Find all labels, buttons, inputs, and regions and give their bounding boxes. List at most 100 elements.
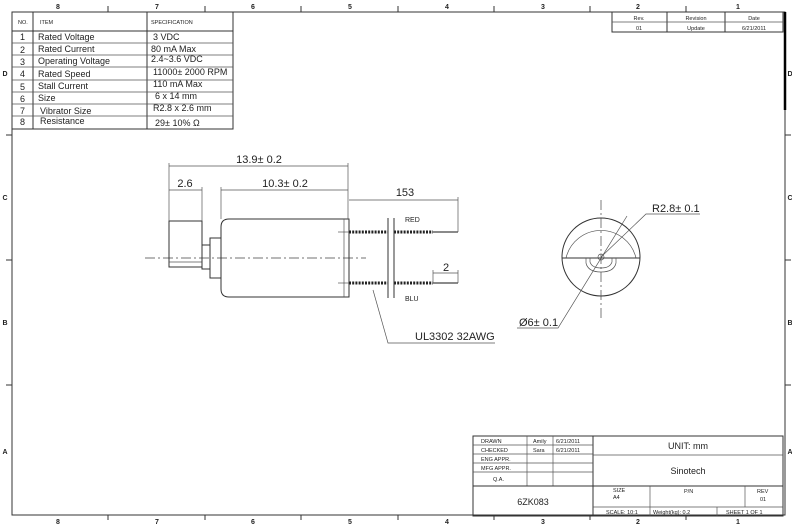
motor-body xyxy=(220,218,350,298)
revision-description: Update xyxy=(687,26,705,32)
zone-col-2-bottom: 2 xyxy=(636,519,640,526)
zone-row-c-right: C xyxy=(787,195,792,202)
scale-label: SCALE: 10:1 xyxy=(606,510,638,516)
diameter-dimension: Ø6± 0.1 xyxy=(519,317,558,329)
spec-table: NO. ITEM SPECIFICATION 1 Rated Voltage 3… xyxy=(11,11,234,130)
zone-col-1: 1 xyxy=(736,4,740,11)
diameter-leader xyxy=(517,215,628,329)
zone-col-5-bottom: 5 xyxy=(348,519,352,526)
spec-header-item: ITEM xyxy=(40,20,54,26)
checked-name: Sara xyxy=(533,448,546,454)
pn-label: P/N xyxy=(684,489,693,495)
zone-col-8-bottom: 8 xyxy=(56,519,60,526)
drawing-frame xyxy=(11,11,786,516)
company-name: Sinotech xyxy=(670,466,705,476)
spec-row-value: 6 x 14 mm xyxy=(155,91,197,101)
drawn-label: DRAWN xyxy=(481,439,502,445)
drawn-name: Amily xyxy=(533,439,547,445)
eccentric-weight xyxy=(168,220,203,268)
zone-col-3: 3 xyxy=(541,4,545,11)
spec-row-no: 2 xyxy=(20,45,25,55)
zone-row-d: D xyxy=(2,71,7,78)
zone-row-b-right: B xyxy=(787,320,792,327)
spec-row-item: Rated Voltage xyxy=(38,32,95,42)
spec-row-item: Rated Current xyxy=(38,44,95,54)
zone-row-b: B xyxy=(2,320,7,327)
wire-spec-label: UL3302 32AWG xyxy=(415,331,495,343)
mfg-approval-label: MFG APPR. xyxy=(481,466,511,472)
spec-row-no: 8 xyxy=(20,117,25,127)
zone-col-7-bottom: 7 xyxy=(155,519,159,526)
zone-col-5: 5 xyxy=(348,4,352,11)
radius-leader xyxy=(600,213,700,258)
spec-row-item: Resistance xyxy=(40,116,85,126)
spec-row-item: Vibrator Size xyxy=(40,106,91,116)
zone-row-a-right: A xyxy=(787,449,792,456)
spec-row-value: R2.8 x 2.6 mm xyxy=(153,103,212,113)
spec-row-no: 3 xyxy=(20,57,25,67)
zone-col-4: 4 xyxy=(445,4,449,11)
checked-label: CHECKED xyxy=(481,448,508,454)
spec-row-no: 1 xyxy=(20,32,25,42)
red-wire-label: RED xyxy=(405,217,420,224)
spec-header-spec: SPECIFICATION xyxy=(151,20,193,26)
title-block: DRAWN Amily 6/21/2011 CHECKED Sara 6/21/… xyxy=(472,435,784,517)
spec-header-no: NO. xyxy=(18,20,28,26)
spec-row-value: 80 mA Max xyxy=(151,44,197,54)
wire-length-dimension: 153 xyxy=(396,187,414,199)
zone-ticks xyxy=(6,6,791,520)
motor-side-view: RED BLU 13.9± 0.2 2.6 10.3± 0.2 153 2 UL… xyxy=(145,154,495,344)
spec-row-no: 6 xyxy=(20,94,25,104)
revision-header-date: Date xyxy=(748,16,760,22)
revision-date: 6/21/2011 xyxy=(742,26,766,32)
qa-label: Q.A. xyxy=(493,477,504,483)
spec-row-no: 4 xyxy=(20,69,25,79)
sheet-label: SHEET 1 OF 1 xyxy=(726,510,763,516)
rev-label: REV xyxy=(757,489,769,495)
spec-row-item: Size xyxy=(38,93,56,103)
spec-row-value: 2.4~3.6 VDC xyxy=(151,54,203,64)
flange-width-dimension: 2.6 xyxy=(177,178,192,190)
body-length-dimension: 10.3± 0.2 xyxy=(262,178,308,190)
spec-row-no: 7 xyxy=(20,106,25,116)
zone-col-4-bottom: 4 xyxy=(445,519,449,526)
spec-row-item: Rated Speed xyxy=(38,69,91,79)
size-label: SIZE xyxy=(613,488,626,494)
checked-date: 6/21/2011 xyxy=(556,448,580,454)
zone-row-d-right: D xyxy=(787,71,792,78)
revision-header-revision: Revision xyxy=(685,16,706,22)
spec-row-value: 3 VDC xyxy=(153,32,180,42)
spec-row-value: 29± 10% Ω xyxy=(155,118,200,128)
motor-end-view: R2.8± 0.1 Ø6± 0.1 xyxy=(517,200,700,329)
eng-approval-label: ENG APPR. xyxy=(481,457,511,463)
revision-table: Rev. Revision Date 01 Update 6/21/2011 xyxy=(611,11,784,33)
zone-col-2: 2 xyxy=(636,4,640,11)
zone-col-6: 6 xyxy=(251,4,255,11)
zone-row-c: C xyxy=(2,195,7,202)
zone-col-3-bottom: 3 xyxy=(541,519,545,526)
size-value: A4 xyxy=(613,495,620,501)
shaft xyxy=(201,244,211,270)
zone-col-1-bottom: 1 xyxy=(736,519,740,526)
zone-col-8: 8 xyxy=(56,4,60,11)
part-number: 6ZK083 xyxy=(517,497,549,507)
weight-label: Weight(kg): 0.2 xyxy=(653,510,690,516)
blue-wire-label: BLU xyxy=(405,296,419,303)
unit-label: UNIT: mm xyxy=(668,441,708,451)
strip-length-dimension: 2 xyxy=(443,262,449,274)
spec-row-no: 5 xyxy=(20,82,25,92)
zone-col-7: 7 xyxy=(155,4,159,11)
spec-row-item: Operating Voltage xyxy=(38,56,110,66)
spec-row-value: 11000± 2000 RPM xyxy=(153,67,227,77)
zone-row-a: A xyxy=(2,449,7,456)
spec-row-value: 110 mA Max xyxy=(153,79,203,89)
revision-rev: 01 xyxy=(636,26,642,32)
spec-row-item: Stall Current xyxy=(38,81,89,91)
drawn-date: 6/21/2011 xyxy=(556,439,580,445)
zone-col-6-bottom: 6 xyxy=(251,519,255,526)
rev-value: 01 xyxy=(760,497,766,503)
overall-length-dimension: 13.9± 0.2 xyxy=(236,154,282,166)
radius-dimension: R2.8± 0.1 xyxy=(652,203,700,215)
revision-header-rev: Rev. xyxy=(634,16,645,22)
